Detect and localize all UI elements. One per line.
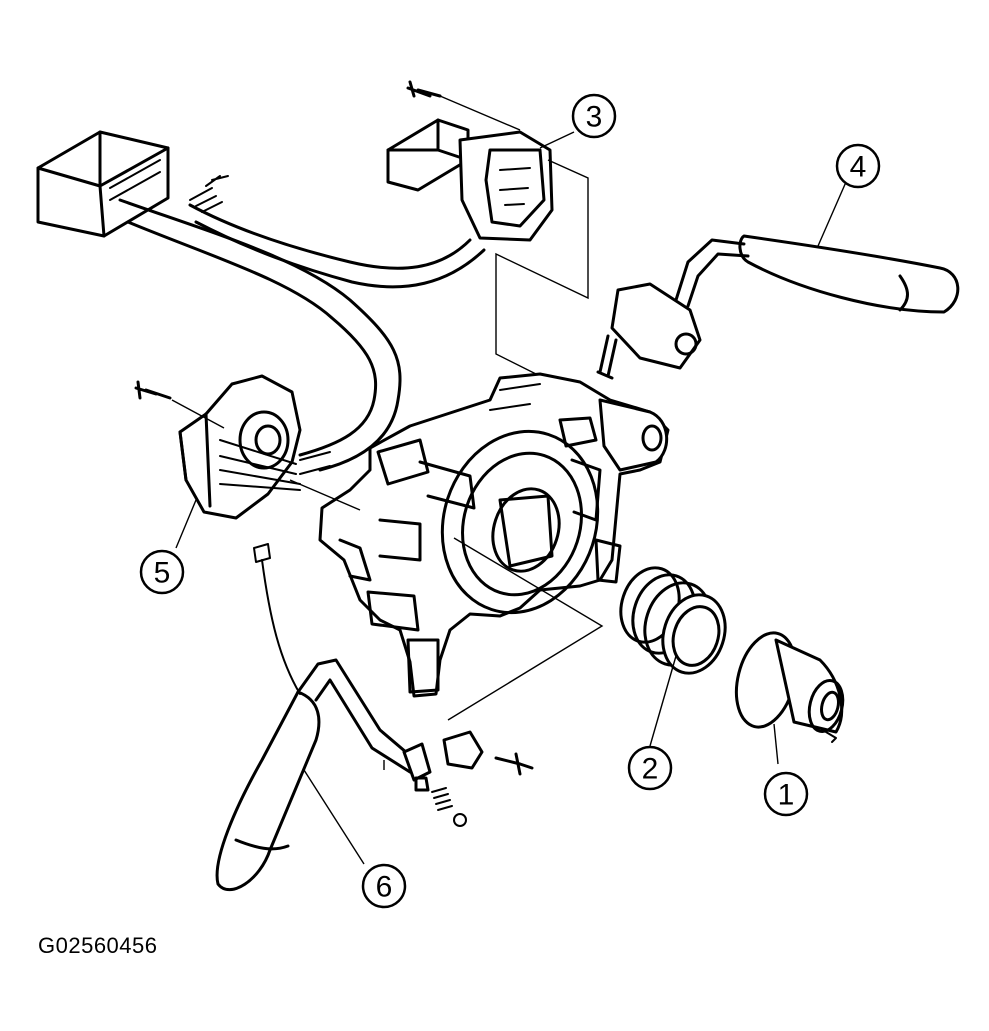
callout-label: 4 — [850, 151, 867, 184]
callout-label: 5 — [154, 557, 171, 590]
callout-label: 3 — [586, 101, 603, 134]
part-5-switch — [134, 374, 361, 520]
switch-body — [318, 372, 670, 721]
callout-3: 3 — [571, 93, 617, 139]
callout-5: 5 — [139, 549, 185, 595]
callout-1: 1 — [763, 771, 809, 817]
callout-label: 2 — [642, 753, 659, 786]
part-4-lever — [596, 234, 960, 380]
callout-label: 1 — [778, 779, 795, 812]
wiring-harness — [36, 130, 486, 472]
part-3-switch — [386, 80, 589, 381]
figure-code: G02560456 — [38, 933, 158, 958]
part-6-lever — [215, 543, 534, 891]
callout-4: 4 — [835, 143, 881, 189]
callout-6: 6 — [361, 863, 407, 909]
part-2-bellows — [619, 566, 727, 675]
part-1-cover — [734, 631, 845, 743]
callout-2: 2 — [627, 745, 673, 791]
callout-leaders — [175, 131, 847, 865]
callout-label: 6 — [376, 871, 393, 904]
